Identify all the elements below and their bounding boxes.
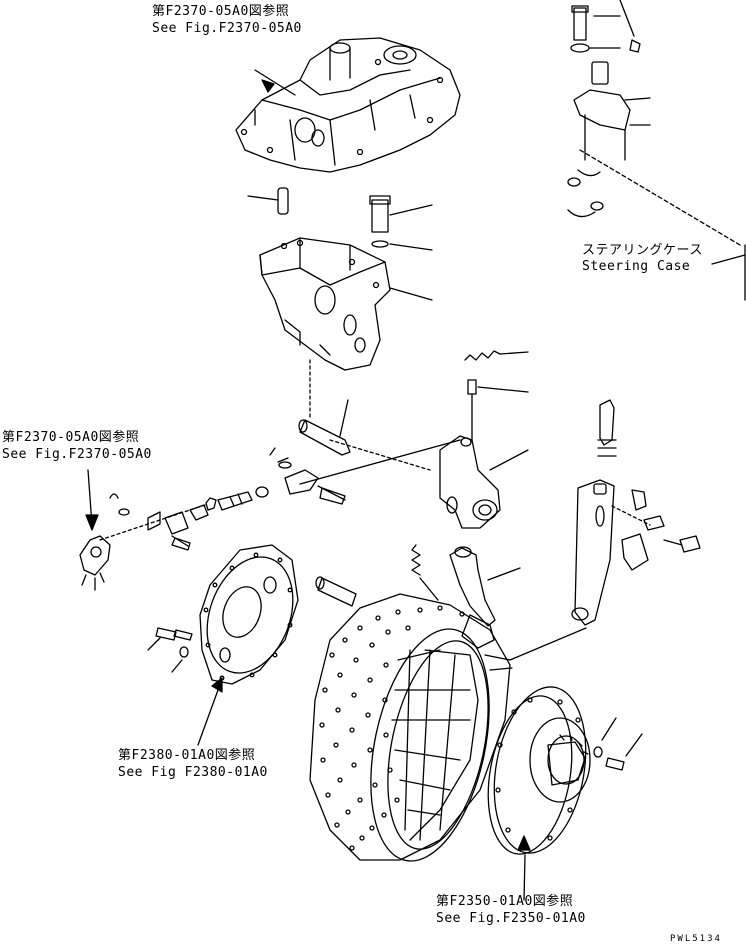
brake-lever xyxy=(440,351,528,528)
steering-case-part xyxy=(568,0,745,300)
bottom-ref-label-jp: 第F2350-01A0図参照 xyxy=(436,894,574,909)
left-ref-label-jp: 第F2370-05A0図参照 xyxy=(2,430,140,445)
drum-flange-plate xyxy=(148,545,308,685)
top-ref-label-jp: 第F2370-05A0図参照 xyxy=(152,4,290,19)
drum-pin xyxy=(316,577,356,606)
top-ref-leader xyxy=(255,70,295,95)
left-ref-label-en: See Fig.F2370-05A0 xyxy=(2,447,152,462)
mid-ref-label-en: See Fig F2380-01A0 xyxy=(118,765,268,780)
secondary-arm xyxy=(450,547,520,626)
steering-case-label-jp: ステアリングケース xyxy=(582,243,703,258)
steering-case-label-en: Steering Case xyxy=(582,259,691,274)
support-bracket xyxy=(248,188,432,420)
drawing-code: PWL5134 xyxy=(670,934,722,944)
top-cover-housing xyxy=(236,38,460,172)
spring xyxy=(412,545,420,575)
left-rod-end xyxy=(80,536,110,590)
flange-ref-leader xyxy=(198,690,218,745)
mid-ref-label-jp: 第F2380-01A0図参照 xyxy=(118,748,256,763)
hub-flange xyxy=(477,680,642,861)
top-ref-label-en: See Fig.F2370-05A0 xyxy=(152,21,302,36)
rod-linkage xyxy=(100,440,460,550)
drum-rivet-holes xyxy=(320,606,464,850)
adjuster-cylinder xyxy=(510,400,700,660)
hub-ref-leader xyxy=(524,855,525,900)
brake-drum xyxy=(310,594,512,872)
link-pin xyxy=(299,400,430,470)
bottom-ref-label-en: See Fig.F2350-01A0 xyxy=(436,911,586,926)
